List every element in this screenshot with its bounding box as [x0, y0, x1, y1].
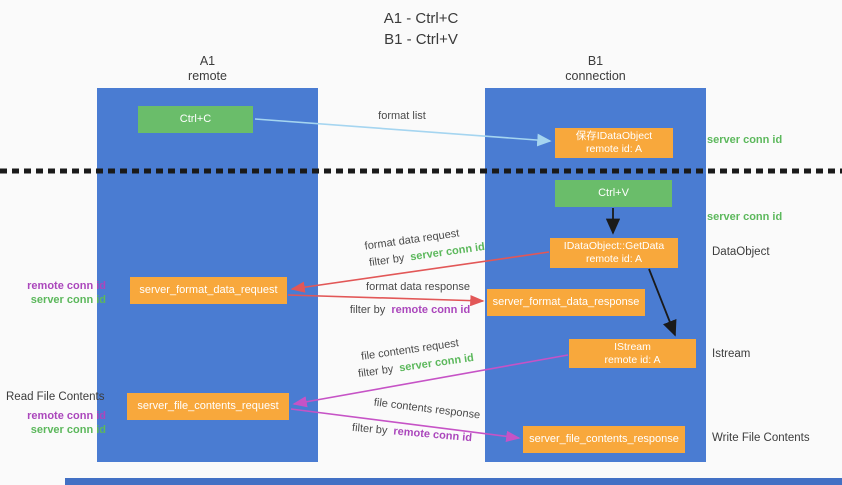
node-save-idataobject-line2: remote id: A [585, 143, 643, 155]
background-window-edge [65, 478, 842, 485]
node-istream-line2: remote id: A [604, 353, 661, 366]
label-conn-id-pair-format: remote conn id server conn id [8, 279, 106, 307]
column-b1-name: B1 [587, 54, 604, 68]
node-ctrl-c-label: Ctrl+C [179, 113, 212, 125]
label-remote-conn-id-2: remote conn id [27, 410, 106, 422]
label-filter-by-remote-conn-id-1: filter by remote conn id [330, 304, 490, 316]
label-remote-conn-id-1: remote conn id [27, 280, 106, 292]
column-b1-role: connection [565, 69, 626, 83]
title-line-b1: B1 - Ctrl+V [384, 31, 458, 48]
column-header-a1: A1 remote [97, 54, 318, 84]
filter-by-text: filter by [368, 252, 406, 270]
node-server-format-data-response-label: server_format_data_response [492, 296, 640, 308]
node-getdata-line2: remote id: A [585, 253, 643, 265]
filter-by-text: filter by [357, 363, 395, 381]
label-server-conn-id-mid: server conn id [707, 211, 783, 223]
label-server-conn-id-2: server conn id [30, 424, 106, 436]
node-ctrl-c: Ctrl+C [138, 106, 253, 133]
node-server-format-data-request-label: server_format_data_request [139, 284, 278, 296]
filter-by-text: filter by [349, 304, 386, 316]
node-server-format-data-response: server_format_data_response [487, 289, 645, 316]
label-format-data-response: format data response [366, 281, 470, 293]
label-dataobject: DataObject [712, 246, 770, 258]
node-ctrl-v-label: Ctrl+V [598, 187, 629, 199]
label-write-file-contents: Write File Contents [712, 432, 810, 444]
diagram-title: A1 - Ctrl+C B1 - Ctrl+V [321, 8, 521, 50]
node-idataobject-getdata: IDataObject::GetData remote id: A [550, 238, 678, 268]
label-istream: Istream [712, 348, 751, 360]
node-server-file-contents-response: server_file_contents_response [523, 426, 685, 453]
label-server-conn-id-top: server conn id [707, 134, 783, 146]
node-save-idataobject: 保存IDataObject remote id: A [555, 128, 673, 158]
label-file-contents-response: file contents response [373, 396, 481, 422]
label-read-file-contents: Read File Contents [6, 391, 105, 403]
remote-conn-id-text: remote conn id [391, 304, 471, 316]
label-server-conn-id-1: server conn id [30, 294, 106, 306]
column-header-b1: B1 connection [485, 54, 706, 84]
node-ctrl-v: Ctrl+V [555, 180, 672, 207]
filter-by-text: filter by [351, 421, 388, 437]
label-conn-id-pair-file: remote conn id server conn id [8, 409, 106, 437]
title-line-a1: A1 - Ctrl+C [383, 10, 459, 27]
node-server-file-contents-request-label: server_file_contents_request [137, 400, 279, 412]
label-filter-by-remote-conn-id-2: filter by remote conn id [332, 420, 492, 446]
node-istream: IStream remote id: A [569, 339, 696, 368]
column-a1-role: remote [188, 69, 227, 83]
node-server-format-data-request: server_format_data_request [130, 277, 287, 304]
label-format-list: format list [378, 110, 426, 122]
column-a1-name: A1 [199, 54, 216, 68]
node-istream-line1: IStream [614, 340, 651, 353]
node-server-file-contents-request: server_file_contents_request [127, 393, 289, 420]
node-getdata-line1: IDataObject::GetData [563, 240, 665, 252]
remote-conn-id-text: remote conn id [392, 425, 473, 445]
node-save-idataobject-line1: 保存IDataObject [575, 130, 653, 142]
node-server-file-contents-response-label: server_file_contents_response [529, 433, 679, 445]
